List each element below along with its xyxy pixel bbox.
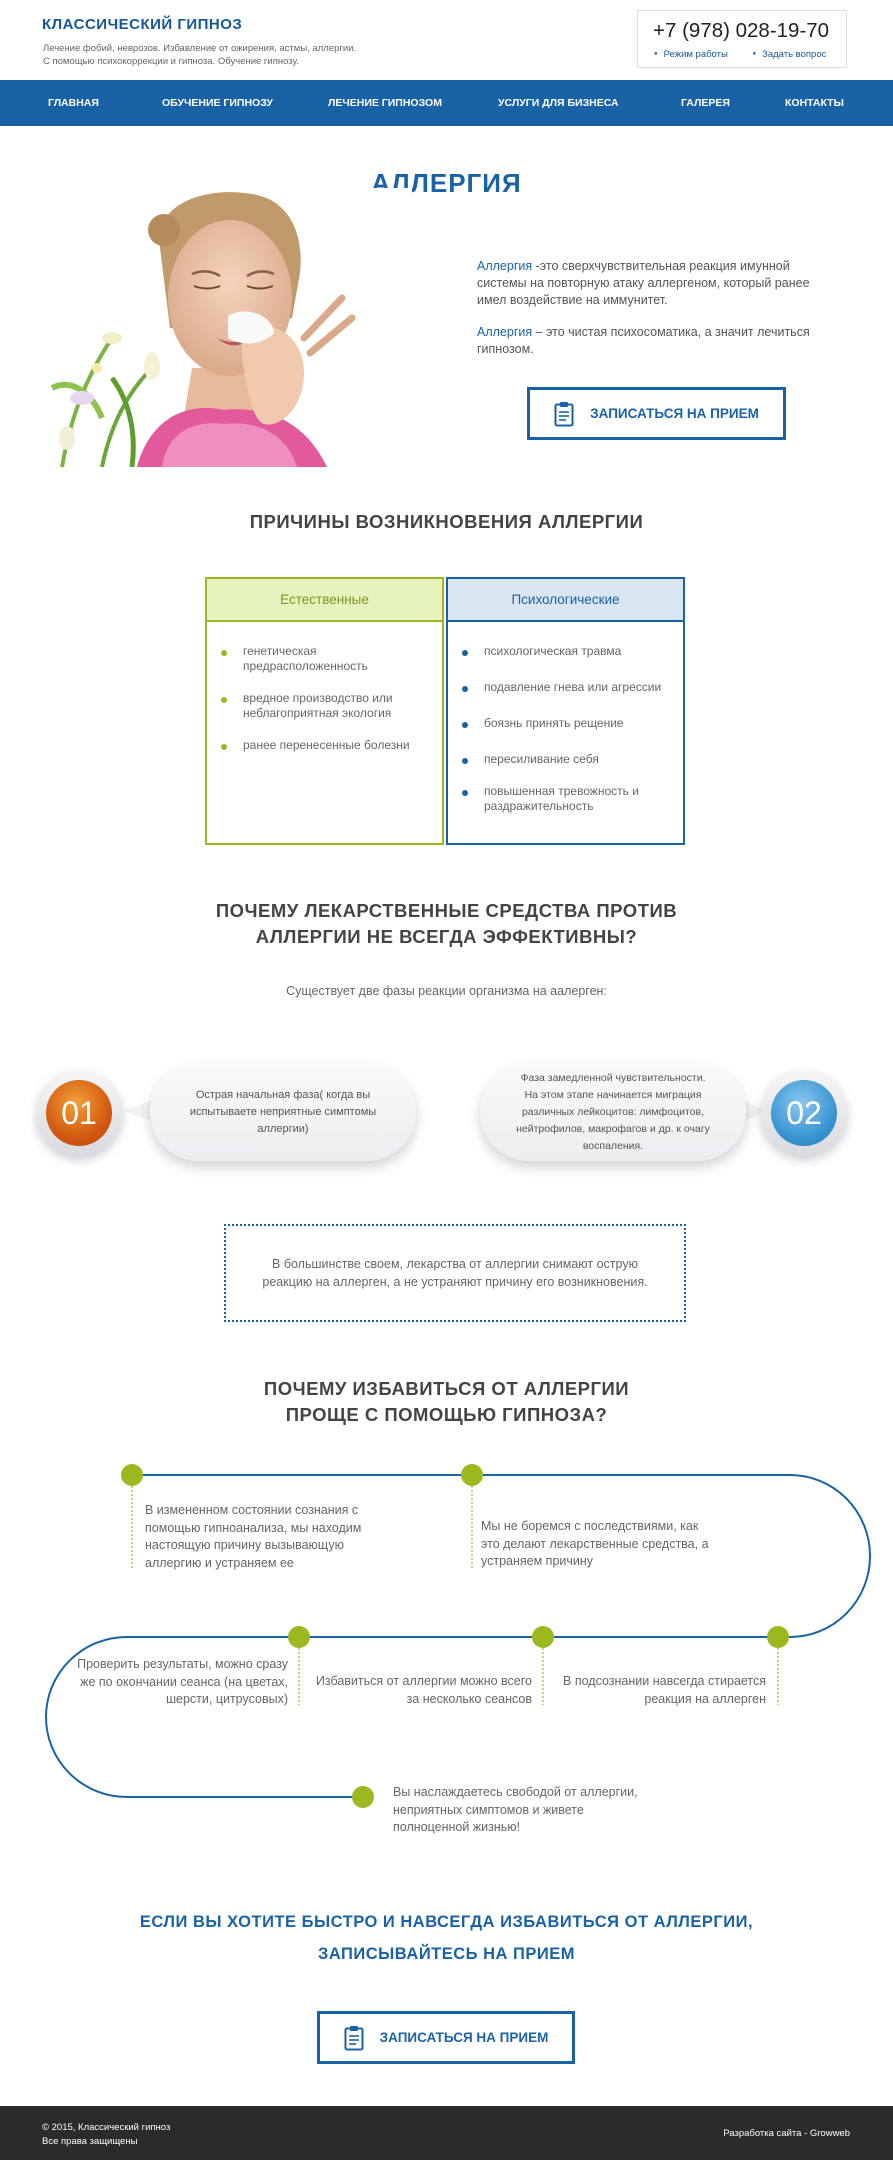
timeline-step-5: В подсознании навсегда стирается реакция…	[563, 1674, 766, 1706]
hours-link[interactable]: Режим работы	[654, 49, 728, 60]
developer-link[interactable]: Разработка сайта - Growweb	[723, 2128, 850, 2139]
phase-2-text: Фаза замедленной чувствительности. На эт…	[516, 1071, 710, 1152]
phase-1-bubble: Острая начальная фаза( когда вы испытыва…	[150, 1063, 416, 1161]
ask-question-link[interactable]: Задать вопрос	[752, 49, 826, 60]
list-item: пересиливание себя	[462, 752, 665, 767]
copyright-text: © 2015, Классический гипноз	[42, 2122, 171, 2133]
timeline-dot	[352, 1786, 374, 1808]
clipboard-icon	[554, 401, 574, 426]
list-item: подавление гнева или агрессии	[462, 680, 665, 695]
phone-number[interactable]: +7 (978) 028-19-70	[653, 19, 830, 42]
nav-item-training[interactable]: ОБУЧЕНИЕ ГИПНОЗУ	[162, 97, 273, 109]
psychological-causes-title: Психологические	[448, 579, 683, 622]
allergy-woman-image	[42, 188, 412, 467]
list-item: повышенная тревожность и раздражительнос…	[462, 784, 665, 814]
cta-line-1: ЕСЛИ ВЫ ХОТИТЕ БЫСТРО И НАВСЕГДА ИЗБАВИТ…	[139, 1913, 754, 1931]
medication-title: ПОЧЕМУ ЛЕКАРСТВЕННЫЕ СРЕДСТВА ПРОТИВ АЛЛ…	[0, 898, 893, 950]
book-appointment-button-bottom[interactable]: ЗАПИСАТЬСЯ НА ПРИЕМ	[317, 2011, 575, 2064]
timeline-dot	[461, 1464, 483, 1486]
timeline-dot	[121, 1464, 143, 1486]
timeline-dot	[288, 1626, 310, 1648]
phase-1-number: 01	[46, 1080, 112, 1146]
causes-title: ПРИЧИНЫ ВОЗНИКНОВЕНИЯ АЛЛЕРГИИ	[249, 511, 644, 532]
book-appointment-button[interactable]: ЗАПИСАТЬСЯ НА ПРИЕМ	[527, 387, 786, 440]
medication-note: В большинстве своем, лекарства от аллерг…	[224, 1224, 686, 1322]
phase-1-badge: 01	[36, 1070, 122, 1156]
contact-box: +7 (978) 028-19-70 Режим работы Задать в…	[637, 10, 847, 68]
timeline-step-4: Избавиться от аллергии можно всего за не…	[315, 1674, 532, 1706]
psychological-causes-column: Психологические психологическая травма п…	[446, 577, 685, 845]
list-item: психологическая травма	[462, 644, 665, 659]
list-item: боязнь принять рещение	[462, 716, 665, 731]
timeline-step-3: Проверить результаты, можно сразу же по …	[77, 1657, 288, 1706]
phase-2-badge: 02	[761, 1070, 847, 1156]
nav-item-business[interactable]: УСЛУГИ ДЛЯ БИЗНЕСА	[498, 97, 619, 109]
hypnosis-title-line-1: ПОЧЕМУ ИЗБАВИТЬСЯ ОТ АЛЛЕРГИИ	[263, 1378, 630, 1399]
list-item: вредное производство или неблагоприятная…	[221, 691, 424, 721]
timeline-dot	[532, 1626, 554, 1648]
allergy-term: Аллергия	[477, 325, 533, 339]
medication-note-text: В большинстве своем, лекарства от аллерг…	[262, 1257, 648, 1289]
natural-causes-title: Естественные	[207, 579, 442, 622]
footer: © 2015, Классический гипноз Все права за…	[0, 2106, 893, 2160]
hero-description: Аллергия -это сверхчувствительная реакци…	[477, 258, 827, 373]
hypnosis-title: ПОЧЕМУ ИЗБАВИТЬСЯ ОТ АЛЛЕРГИИ ПРОЩЕ С ПО…	[0, 1376, 893, 1428]
timeline-step-1: В измененном состоянии сознания с помощь…	[145, 1503, 362, 1570]
allergy-term: Аллергия	[477, 259, 533, 273]
list-item: ранее перенесенные болезни	[221, 738, 424, 753]
hypnosis-title-line-2: ПРОЩЕ С ПОМОЩЬЮ ГИПНОЗА?	[285, 1404, 608, 1425]
cta-line-2: ЗАПИСЫВАЙТЕСЬ НА ПРИЕМ	[317, 1945, 576, 1963]
contact-links: Режим работы Задать вопрос	[654, 49, 848, 60]
tagline-line-2: С помощью психокоррекции и гипноза. Обуч…	[43, 56, 299, 67]
nav-item-gallery[interactable]: ГАЛЕРЕЯ	[681, 97, 730, 109]
clipboard-icon	[344, 2025, 364, 2050]
medication-title-line-1: ПОЧЕМУ ЛЕКАРСТВЕННЫЕ СРЕДСТВА ПРОТИВ	[215, 900, 678, 921]
hero-paragraph-2: Аллергия – это чистая психосоматика, а з…	[477, 324, 827, 358]
psychological-causes-list: психологическая травма подавление гнева …	[448, 622, 683, 814]
hero-paragraph-1: Аллергия -это сверхчувствительная реакци…	[477, 258, 827, 309]
hero-paragraph-2-text: – это чистая психосоматика, а значит леч…	[477, 325, 810, 356]
timeline-step-2: Мы не боремся с последствиями, как это д…	[481, 1519, 709, 1568]
timeline-step-6: Вы наслаждаетесь свободой от аллергии, н…	[393, 1785, 638, 1834]
nav-item-home[interactable]: ГЛАВНАЯ	[48, 97, 99, 109]
nav-item-treatment[interactable]: ЛЕЧЕНИЕ ГИПНОЗОМ	[328, 97, 442, 109]
main-nav: ГЛАВНАЯ ОБУЧЕНИЕ ГИПНОЗУ ЛЕЧЕНИЕ ГИПНОЗО…	[0, 80, 893, 126]
list-item: генетическая предрасположенность	[221, 644, 424, 674]
tagline-line-1: Лечение фобий, неврозов. Избавление от о…	[43, 43, 357, 54]
bubble-pointer	[124, 1100, 154, 1122]
timeline-dot	[767, 1626, 789, 1648]
site-logo[interactable]: КЛАССИЧЕСКИЙ ГИПНОЗ	[42, 16, 243, 33]
medication-title-line-2: АЛЛЕРГИИ НЕ ВСЕГДА ЭФФЕКТИВНЫ?	[255, 926, 638, 947]
site-tagline: Лечение фобий, неврозов. Избавление от о…	[43, 42, 383, 68]
nav-item-contacts[interactable]: КОНТАКТЫ	[785, 97, 844, 109]
phases-intro: Существует две фазы реакции организма на…	[286, 984, 607, 998]
rights-text: Все права защищены	[42, 2136, 138, 2147]
phase-1-text: Острая начальная фаза( когда вы испытыва…	[189, 1088, 377, 1135]
book-appointment-label: ЗАПИСАТЬСЯ НА ПРИЕМ	[379, 2030, 549, 2045]
book-appointment-label: ЗАПИСАТЬСЯ НА ПРИЕМ	[590, 406, 759, 421]
cta-text: ЕСЛИ ВЫ ХОТИТЕ БЫСТРО И НАВСЕГДА ИЗБАВИТ…	[0, 1906, 893, 1970]
phase-2-number: 02	[771, 1080, 837, 1146]
hero-paragraph-1-text: -это сверхчувствительная реакция имунной…	[477, 259, 810, 307]
natural-causes-column: Естественные генетическая предрасположен…	[205, 577, 444, 845]
footer-copyright: © 2015, Классический гипноз Все права за…	[42, 2121, 170, 2149]
natural-causes-list: генетическая предрасположенность вредное…	[207, 622, 442, 753]
phase-2-bubble: Фаза замедленной чувствительности. На эт…	[480, 1063, 746, 1161]
